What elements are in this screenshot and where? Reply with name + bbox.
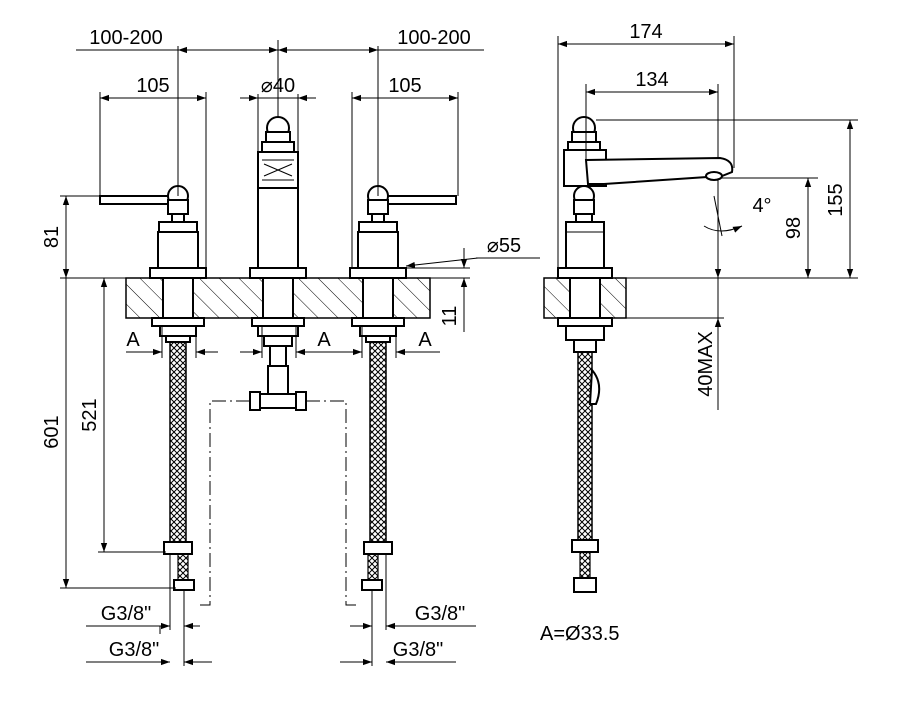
spacing-left-label: 100-200 (89, 27, 162, 49)
hose-length-total-label: 601 (41, 415, 63, 448)
lever-width-left-label: 105 (136, 75, 169, 97)
side-dimensions (557, 36, 858, 410)
base-diameter-label: ⌀55 (487, 235, 521, 257)
left-valve (99, 185, 207, 666)
hole-label-a-center: A (317, 329, 331, 351)
total-depth-label: 174 (629, 21, 662, 43)
right-valve (349, 185, 457, 666)
handle-height-label: 81 (41, 226, 63, 248)
spacing-right-label: 100-200 (397, 27, 470, 49)
thread-left-lower-label: G3/8" (109, 639, 159, 661)
spout-reach-label: 134 (635, 69, 668, 91)
thread-left-upper-label: G3/8" (101, 603, 151, 625)
hole-label-a-left: A (126, 329, 140, 351)
side-view (543, 116, 734, 593)
hole-diameter-note: A=Ø33.5 (540, 623, 620, 645)
front-dimensions (60, 40, 540, 666)
total-height-label: 155 (825, 183, 847, 216)
thread-right-upper-label: G3/8" (415, 603, 465, 625)
thread-right-lower-label: G3/8" (393, 639, 443, 661)
hose-length-connector-label: 521 (79, 398, 101, 431)
spout-diameter-label: ⌀40 (261, 75, 295, 97)
max-deck-label: 40MAX (695, 331, 717, 397)
hole-label-a-right: A (418, 329, 432, 351)
deck-thickness-label: 11 (439, 306, 461, 327)
outlet-height-label: 98 (783, 217, 805, 239)
lever-width-right-label: 105 (388, 75, 421, 97)
spout-angle-label: 4° (752, 195, 771, 217)
center-spout (249, 116, 307, 411)
